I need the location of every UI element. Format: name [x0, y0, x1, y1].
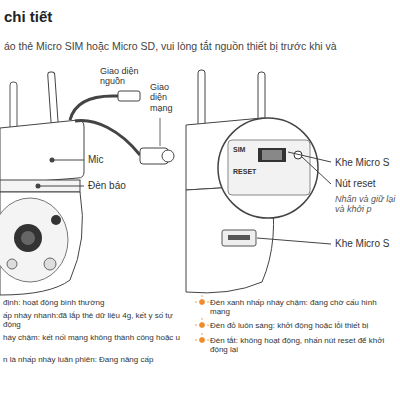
status-icon [200, 338, 205, 343]
leader-line [54, 160, 84, 161]
status-text: ấp nháy nhanh:đã lắp thẻ dữ liệu 4g, kết… [3, 311, 188, 329]
leader-dot [36, 184, 41, 189]
part-label: Khe Micro S [335, 238, 397, 250]
page-title: chi tiết [4, 8, 52, 25]
status-text: Đèn đỏ luôn sáng: khởi động hoặc lỗi thi… [210, 321, 396, 330]
status-text: n là nhấp nháy luân phiên: Đang nâng cấp [3, 355, 188, 364]
camera-face [0, 198, 68, 282]
leader-line [302, 157, 331, 184]
network-connector [162, 150, 174, 162]
status-text: Đèn tắt: không hoạt động, nhấn nút reset… [210, 336, 396, 354]
magnifier [218, 118, 318, 218]
sim-slot [258, 148, 286, 162]
light [7, 259, 17, 269]
part-label: Giao diện nguồn [100, 66, 154, 87]
power-cable [70, 96, 118, 120]
status-icon [200, 300, 205, 305]
status-icon [195, 295, 209, 302]
slot-panel [228, 140, 310, 195]
part-label: Khe Micro S [335, 157, 397, 169]
leader-line [257, 238, 331, 244]
sim-card [262, 150, 282, 160]
network-cable [75, 121, 140, 155]
sensor [51, 215, 61, 225]
part-label: Giao diện mạng [150, 82, 186, 113]
usage-note: Nhấn và giữ lại và khởi p [335, 194, 397, 215]
part-label: Đèn báo [88, 180, 138, 192]
camera-body [0, 120, 84, 184]
leader-line [288, 152, 331, 162]
status-text: Đèn xanh nhấp nháy chậm: đang chờ cấu hì… [210, 298, 396, 316]
status-icon [195, 318, 209, 325]
lens [21, 231, 35, 245]
device-marking: SIM [233, 146, 257, 154]
status-icons [195, 295, 209, 343]
part-label: Mic [88, 154, 128, 166]
power-connector [118, 91, 140, 101]
lens [14, 224, 42, 252]
part-label: Nút reset [335, 178, 397, 190]
sd-slot [228, 235, 250, 240]
status-text: định: hoạt động bình thường [3, 298, 188, 307]
device-marking: RESET [233, 168, 261, 176]
status-icon [195, 333, 209, 340]
light [44, 258, 56, 270]
leader-line [40, 186, 84, 187]
leader-line [160, 118, 161, 146]
leader-dot [50, 158, 55, 163]
header-note: áo thẻ Micro SIM hoặc Micro SD, vui lòng… [4, 40, 396, 52]
status-text: háy chậm: kết nối mạng không thành công … [3, 333, 188, 342]
status-icon [200, 323, 205, 328]
sd-panel [222, 230, 256, 246]
